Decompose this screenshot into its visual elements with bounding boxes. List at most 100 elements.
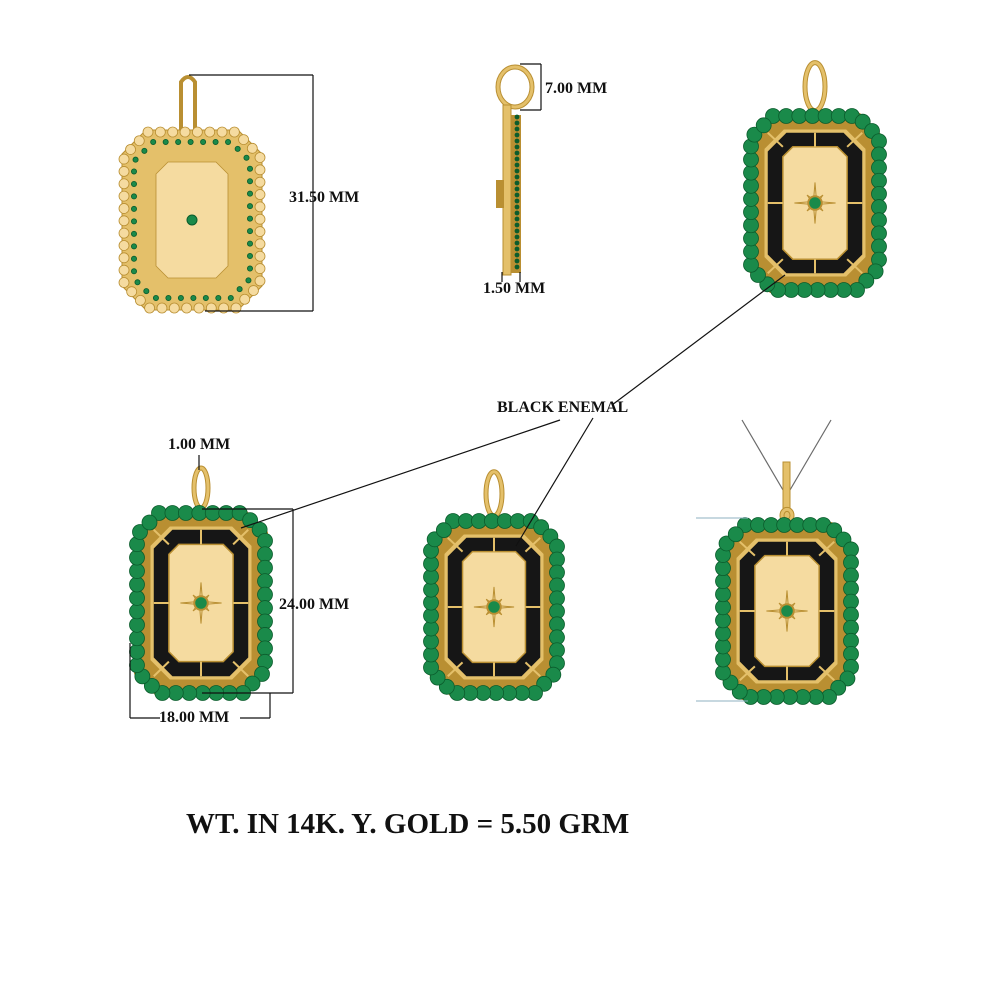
side-emerald: [514, 138, 520, 144]
side-emerald: [514, 162, 520, 168]
emerald-stone: [225, 138, 232, 145]
side-view: [495, 64, 535, 276]
enamel-divider: [846, 132, 863, 148]
enamel-divider: [447, 537, 464, 553]
side-emerald: [514, 198, 520, 204]
emerald-stone: [822, 282, 839, 298]
emerald-stone: [743, 217, 759, 234]
emerald-stone: [243, 154, 250, 161]
enamel-divider: [524, 537, 541, 553]
emerald-stone: [755, 117, 772, 134]
emerald-stone: [435, 522, 452, 539]
emerald-stone: [142, 126, 154, 138]
side-emerald: [514, 222, 520, 228]
emerald-stone: [727, 526, 744, 543]
emerald-stone: [152, 294, 159, 301]
emerald-stone: [871, 146, 887, 163]
emerald-stone: [132, 524, 148, 540]
side-emerald: [514, 120, 520, 126]
bail-ring: [179, 75, 197, 132]
emerald-stone: [177, 294, 184, 301]
emerald-stone: [191, 505, 208, 521]
side-emerald: [514, 252, 520, 258]
center-emerald: [186, 214, 198, 226]
emerald-stone: [141, 147, 148, 154]
weight-note: WT. IN 14K. Y. GOLD = 5.50 GRM: [186, 808, 630, 840]
emerald-stone: [254, 666, 270, 682]
emerald-stone: [215, 294, 222, 301]
emerald-stone: [118, 190, 130, 202]
emerald-stone: [743, 151, 759, 168]
emerald-stone: [254, 189, 266, 200]
emerald-stone: [257, 586, 273, 603]
emerald-stone: [871, 133, 887, 150]
side-emerald: [514, 228, 520, 234]
enamel-divider: [818, 541, 835, 557]
emerald-stone: [130, 168, 137, 175]
emerald-stone: [246, 190, 253, 197]
emerald-stone: [227, 294, 234, 301]
emerald-stone: [257, 600, 273, 616]
bail-width-label: 1.00 MM: [168, 436, 231, 453]
emerald-stone: [175, 138, 182, 145]
bail-height-label: 7.00 MM: [545, 80, 608, 97]
emerald-stone: [244, 675, 261, 692]
enamel-divider: [767, 258, 784, 274]
emerald-stone: [130, 268, 137, 275]
emerald-stone: [130, 218, 137, 225]
emerald-stone: [743, 164, 759, 181]
emerald-stone: [212, 138, 219, 145]
emerald-stone: [143, 288, 150, 295]
enamel-note-label: BLACK ENEMAL: [497, 399, 629, 416]
emerald-stone: [167, 126, 179, 138]
emerald-stone: [257, 532, 273, 549]
center-emerald: [779, 603, 795, 619]
side-emerald: [514, 258, 520, 264]
side-emerald: [514, 132, 520, 138]
emerald-stone: [118, 178, 130, 190]
side-emerald: [514, 204, 520, 210]
center-emerald: [486, 599, 502, 615]
emerald-stone: [218, 505, 235, 521]
emerald-stone: [835, 282, 852, 298]
emerald-stone: [118, 203, 130, 214]
side-emerald: [514, 186, 520, 192]
emerald-stone: [118, 153, 130, 165]
emerald-stone: [257, 546, 273, 563]
emerald-stone: [246, 253, 253, 260]
enamel-divider: [739, 541, 756, 557]
side-emerald: [514, 264, 520, 270]
emerald-stone: [796, 282, 813, 298]
emerald-stone: [216, 126, 228, 138]
side-plate: [502, 104, 512, 276]
emerald-stone: [809, 282, 826, 298]
emerald-stone: [200, 138, 207, 145]
emerald-stone: [129, 603, 145, 620]
emerald-stone: [246, 265, 253, 272]
center-emerald: [807, 195, 823, 211]
emerald-stone: [165, 294, 172, 301]
emerald-stone: [134, 279, 141, 286]
emerald-stone: [118, 240, 130, 251]
emerald-stone: [804, 108, 821, 124]
side-emerald: [514, 174, 520, 180]
emerald-stone: [245, 277, 252, 284]
side-emerald: [514, 168, 520, 174]
emerald-stone: [246, 215, 253, 222]
emerald-stone: [130, 243, 137, 250]
emerald-stone: [743, 256, 759, 273]
emerald-stone: [202, 294, 209, 301]
emerald-stone: [246, 240, 253, 247]
emerald-stone: [254, 250, 266, 262]
side-emerald: [514, 114, 520, 120]
chain-left: [741, 419, 784, 491]
emerald-stone: [129, 590, 145, 606]
side-emerald: [514, 126, 520, 132]
emerald-stone: [118, 166, 130, 177]
emerald-stone: [234, 145, 241, 152]
emerald-stone: [871, 238, 887, 255]
emerald-stone: [190, 294, 197, 301]
front-angled-view: [743, 60, 887, 298]
emerald-stone: [871, 212, 887, 229]
